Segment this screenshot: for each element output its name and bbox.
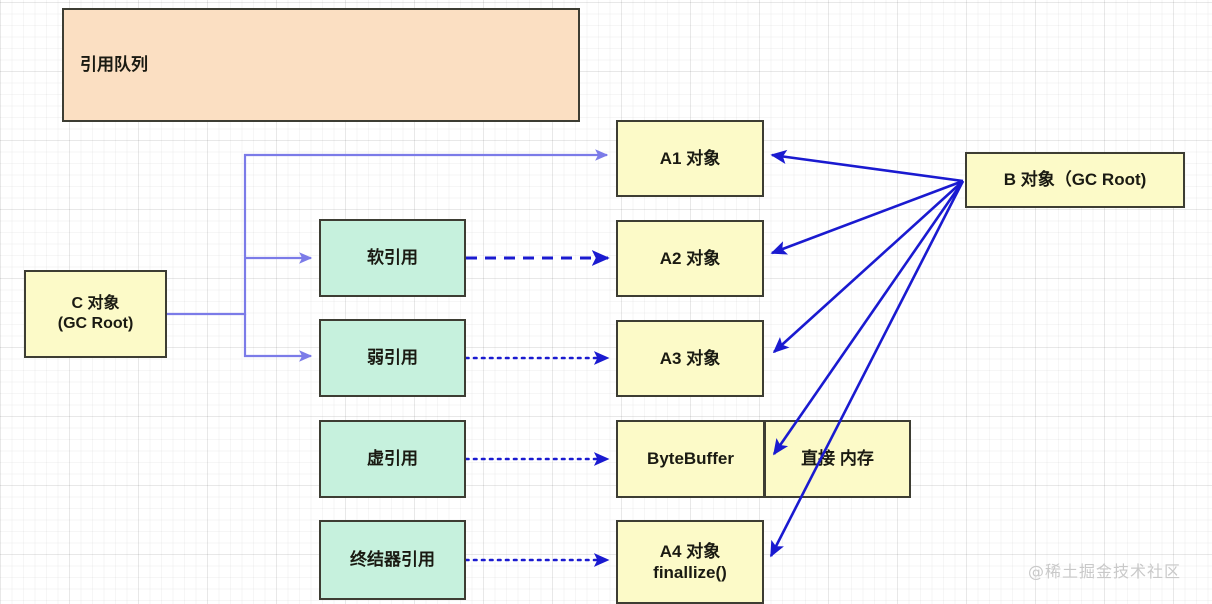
node-b-object-label: B 对象（GC Root) xyxy=(1003,170,1147,190)
node-weak-ref-label: 弱引用 xyxy=(367,348,418,368)
node-ref-queue-label: 引用队列 xyxy=(80,55,148,75)
node-phantom-ref[interactable]: 虚引用 xyxy=(319,420,466,498)
watermark-text: @稀土掘金技术社区 xyxy=(1028,562,1182,581)
node-a3-object[interactable]: A3 对象 xyxy=(616,320,764,397)
node-a1-object[interactable]: A1 对象 xyxy=(616,120,764,197)
node-a4-object[interactable]: A4 对象 finallize() xyxy=(616,520,764,604)
node-a2-object-label: A2 对象 xyxy=(659,248,721,268)
node-bytebuffer[interactable]: ByteBuffer xyxy=(616,420,765,498)
node-b-object[interactable]: B 对象（GC Root) xyxy=(965,152,1185,208)
node-phantom-ref-label: 虚引用 xyxy=(367,449,418,469)
node-ref-queue[interactable]: 引用队列 xyxy=(62,8,580,122)
edge-b-to-a2 xyxy=(770,179,964,255)
node-a2-object[interactable]: A2 对象 xyxy=(616,220,764,297)
node-final-ref[interactable]: 终结器引用 xyxy=(319,520,466,600)
node-soft-ref[interactable]: 软引用 xyxy=(319,219,466,297)
watermark: @稀土掘金技术社区 xyxy=(1028,558,1181,582)
node-final-ref-label: 终结器引用 xyxy=(350,550,435,570)
node-a4-object-label: A4 对象 finallize() xyxy=(653,541,727,582)
node-soft-ref-label: 软引用 xyxy=(367,248,418,268)
edge-c-to-weak-ref xyxy=(243,314,313,362)
edge-b-to-a3 xyxy=(772,180,964,354)
node-direct-memory-label: 直接 内存 xyxy=(801,449,874,469)
node-c-object-label: C 对象 (GC Root) xyxy=(57,295,134,332)
edge-b-to-a4 xyxy=(769,180,965,558)
node-c-object[interactable]: C 对象 (GC Root) xyxy=(24,270,167,358)
node-bytebuffer-label: ByteBuffer xyxy=(647,449,734,469)
edge-b-to-a1 xyxy=(770,149,964,183)
node-a3-object-label: A3 对象 xyxy=(659,348,721,368)
edge-b-to-direct-memory xyxy=(772,180,965,456)
node-direct-memory[interactable]: 直接 内存 xyxy=(764,420,911,498)
node-weak-ref[interactable]: 弱引用 xyxy=(319,319,466,397)
node-a1-object-label: A1 对象 xyxy=(659,148,721,168)
